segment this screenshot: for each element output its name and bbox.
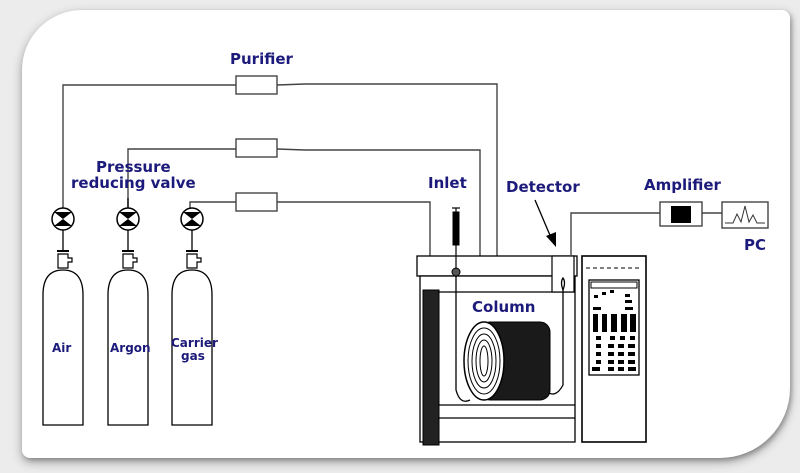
pressure-valve-label-line2: reducing valve [71,174,196,192]
detector-block [551,255,575,293]
carrier-line-to-inlet [277,201,431,270]
pc-chromatogram-icon [721,201,769,229]
column-label: Column [472,298,536,316]
pressure-valve-label-line1: Pressure [96,158,171,176]
amplifier-icon [659,201,703,227]
inlet-syringe-icon [452,211,460,246]
column-coil-icon [463,321,551,401]
air-line-to-instrument [276,83,560,266]
gc-instrument [416,207,647,446]
cylinder-carrier-gas [171,207,213,426]
carrier-gas-line [189,201,236,208]
cylinder-label-carrier-line2: gas [181,349,205,363]
purifier-box-carrier [235,192,278,212]
pc-label: PC [744,236,767,254]
cylinder-air [42,207,84,426]
cylinder-label-carrier-line1: Carrier [171,336,218,350]
purifier-box-argon [235,138,278,158]
cylinder-label-air: Air [52,341,72,355]
inlet-label: Inlet [428,174,467,192]
argon-gas-line [127,148,236,208]
cylinder-argon [107,198,149,426]
detector-label: Detector [506,178,580,196]
detector-arrow-icon [534,199,556,247]
cylinder-label-argon: Argon [110,341,151,355]
purifier-label: Purifier [230,50,293,68]
air-gas-line [62,84,236,208]
amplifier-label: Amplifier [644,176,721,194]
purifier-box-air [235,75,278,95]
detector-signal-line [570,212,660,255]
